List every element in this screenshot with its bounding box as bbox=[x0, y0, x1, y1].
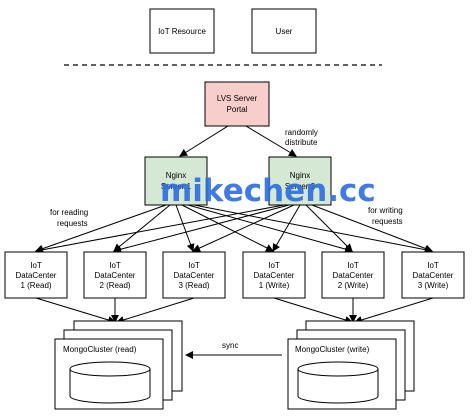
nginx-2-label-line2: Server 2 bbox=[285, 182, 316, 191]
dc3w-line3: 3 (Write) bbox=[418, 281, 449, 290]
iot-resource-label: IoT Resource bbox=[158, 27, 206, 36]
read-cluster-arrows bbox=[35, 297, 195, 324]
arrow-lvs-to-nginx2 bbox=[245, 125, 297, 157]
datacenter-1-write-node: IoT DataCenter 1 (Write) bbox=[242, 251, 306, 299]
sync-label: sync bbox=[222, 341, 238, 350]
dc2r-line3: 2 (Read) bbox=[99, 281, 130, 290]
arrow-lvs-to-nginx1 bbox=[179, 125, 229, 157]
nginx-server-2-node: Nginx Server 2 bbox=[268, 156, 332, 206]
randomly-annotation-line1: randomly bbox=[285, 128, 318, 137]
user-label: User bbox=[276, 27, 293, 36]
nginx-1-label-line1: Nginx bbox=[166, 171, 186, 180]
nginx-1-label-line2: Server 1 bbox=[161, 182, 192, 191]
dc1w-line3: 1 (Write) bbox=[259, 281, 290, 290]
datacenter-2-read-node: IoT DataCenter 2 (Read) bbox=[83, 251, 147, 299]
dc2w-line1: IoT bbox=[347, 261, 359, 270]
dc2r-line2: DataCenter bbox=[95, 271, 136, 280]
write-cluster-arrows bbox=[273, 297, 434, 324]
lvs-label-line1: LVS Server bbox=[217, 94, 258, 103]
lvs-label-line2: Portal bbox=[227, 105, 248, 114]
dc1r-line3: 1 (Read) bbox=[20, 281, 51, 290]
dc2w-line2: DataCenter bbox=[333, 271, 374, 280]
writing-annotation-line1: for writing bbox=[368, 206, 403, 215]
database-cylinder-icon bbox=[69, 361, 151, 404]
datacenter-1-read-node: IoT DataCenter 1 (Read) bbox=[4, 251, 68, 299]
mongo-cluster-write: MongoCluster (write) bbox=[287, 320, 415, 410]
dc3w-line2: DataCenter bbox=[413, 271, 454, 280]
mongo-cluster-read: MongoCluster (read) bbox=[54, 320, 183, 410]
dc2w-line3: 2 (Write) bbox=[338, 281, 369, 290]
writing-annotation-line2: requests bbox=[372, 217, 403, 226]
mongo-write-label: MongoCluster (write) bbox=[295, 345, 370, 354]
lvs-server-node: LVS Server Portal bbox=[204, 81, 270, 127]
datacenter-2-write-node: IoT DataCenter 2 (Write) bbox=[321, 251, 385, 299]
dc1r-line2: DataCenter bbox=[16, 271, 57, 280]
mongo-read-label: MongoCluster (read) bbox=[63, 345, 137, 354]
dc3r-line3: 3 (Read) bbox=[178, 281, 209, 290]
randomly-annotation-line2: distribute bbox=[285, 138, 318, 147]
dc1r-line1: IoT bbox=[30, 261, 42, 270]
watermark-text: mikechen.cc bbox=[160, 173, 376, 209]
database-cylinder-icon bbox=[297, 361, 379, 404]
datacenter-3-write-node: IoT DataCenter 3 (Write) bbox=[401, 251, 465, 299]
iot-resource-node: IoT Resource bbox=[149, 8, 215, 54]
reading-annotation-line2: requests bbox=[57, 219, 88, 228]
dc2r-line1: IoT bbox=[109, 261, 121, 270]
dc3r-line1: IoT bbox=[188, 261, 200, 270]
dc3r-line2: DataCenter bbox=[174, 271, 215, 280]
nginx2-fanout-arrows bbox=[35, 204, 433, 254]
user-node: User bbox=[251, 8, 317, 54]
nginx-server-1-node: Nginx Server 1 bbox=[144, 156, 208, 206]
dc1w-line2: DataCenter bbox=[254, 271, 295, 280]
nginx-2-label-line1: Nginx bbox=[290, 171, 310, 180]
datacenter-3-read-node: IoT DataCenter 3 (Read) bbox=[162, 251, 226, 299]
reading-annotation-line1: for reading bbox=[50, 208, 88, 217]
dc3w-line1: IoT bbox=[427, 261, 439, 270]
nginx1-fanout-arrows bbox=[35, 204, 433, 254]
dc1w-line1: IoT bbox=[268, 261, 280, 270]
